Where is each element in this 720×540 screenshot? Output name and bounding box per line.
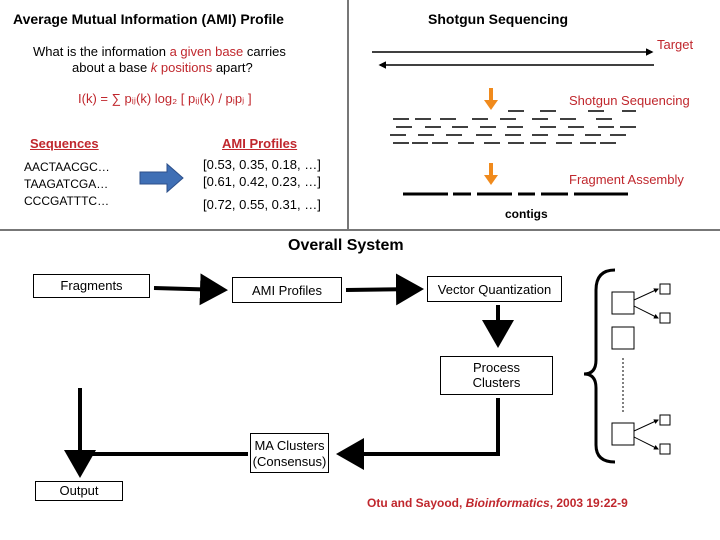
ma-clusters-line2: (Consensus) <box>252 454 327 469</box>
fragment-assembly-label: Fragment Assembly <box>569 172 684 187</box>
sequencing-down-arrow <box>484 88 498 110</box>
output-box: Output <box>35 481 123 501</box>
ma-clusters-box: MA Clusters (Consensus) <box>250 433 329 473</box>
sequences-header: Sequences <box>30 136 99 151</box>
fragments-label: Fragments <box>60 278 123 293</box>
citation-details: , 2003 19:22-9 <box>549 496 628 510</box>
question-text-d: apart? <box>212 60 253 75</box>
overall-system-title: Overall System <box>288 237 404 254</box>
ami-to-vq-arrow <box>345 273 424 306</box>
shotgun-sequencing-label: Shotgun Sequencing <box>569 93 690 108</box>
vector-quantization-box: Vector Quantization <box>427 276 562 302</box>
ma-to-output-arrow <box>78 388 248 456</box>
contigs-label: contigs <box>505 207 548 221</box>
profile-3: [0.72, 0.55, 0.31, …] <box>203 197 321 212</box>
profile-2: [0.61, 0.42, 0.23, …] <box>203 174 321 189</box>
question-highlight-positions: positions <box>157 60 213 75</box>
process-clusters-line2: Clusters <box>472 375 521 390</box>
sequence-to-profile-arrow <box>139 162 184 194</box>
ami-profiles-header: AMI Profiles <box>222 136 298 151</box>
process-clusters-box: Process Clusters <box>440 356 553 395</box>
question-k: k <box>150 60 158 75</box>
cluster-tree <box>611 283 671 455</box>
sequence-2: TAAGATCGA… <box>24 177 109 191</box>
vector-quantization-label: Vector Quantization <box>437 282 552 297</box>
assembly-down-arrow <box>484 163 498 185</box>
question-highlight-base: a given base <box>169 44 244 59</box>
citation: Otu and Sayood, Bioinformatics, 2003 19:… <box>367 496 628 510</box>
ami-title: Average Mutual Information (AMI) Profile <box>13 11 284 27</box>
output-label: Output <box>59 483 99 498</box>
cluster-brace <box>583 268 616 464</box>
target-label: Target <box>657 37 694 52</box>
ami-question-line1: What is the information a given base car… <box>33 44 286 59</box>
process-to-ma-arrow <box>336 398 500 470</box>
sequence-3: CCCGATTTC… <box>24 194 110 208</box>
ami-profiles-box: AMI Profiles <box>232 277 342 303</box>
ami-profiles-label: AMI Profiles <box>251 283 323 298</box>
ami-formula: I(k) = ∑ pᵢⱼ(k) log₂ [ pᵢⱼ(k) / pᵢpⱼ ] <box>78 91 252 106</box>
shotgun-fragments <box>390 110 636 144</box>
profile-1: [0.53, 0.35, 0.18, …] <box>203 157 321 172</box>
ami-question-line2: about a base k positions apart? <box>72 60 253 75</box>
question-text-a: What is the information <box>33 44 170 59</box>
question-text-b: carries <box>243 44 286 59</box>
shotgun-title: Shotgun Sequencing <box>428 11 568 27</box>
fragments-to-ami-arrow <box>153 273 228 306</box>
citation-authors: Otu and Sayood, <box>367 496 466 510</box>
process-clusters-line1: Process <box>473 360 520 375</box>
ma-clusters-line1: MA Clusters <box>254 438 325 453</box>
citation-journal: Bioinformatics <box>465 496 550 510</box>
question-text-c: about a base <box>72 60 151 75</box>
sequence-1: AACTAACGC… <box>24 160 110 174</box>
fragments-box: Fragments <box>33 274 150 298</box>
